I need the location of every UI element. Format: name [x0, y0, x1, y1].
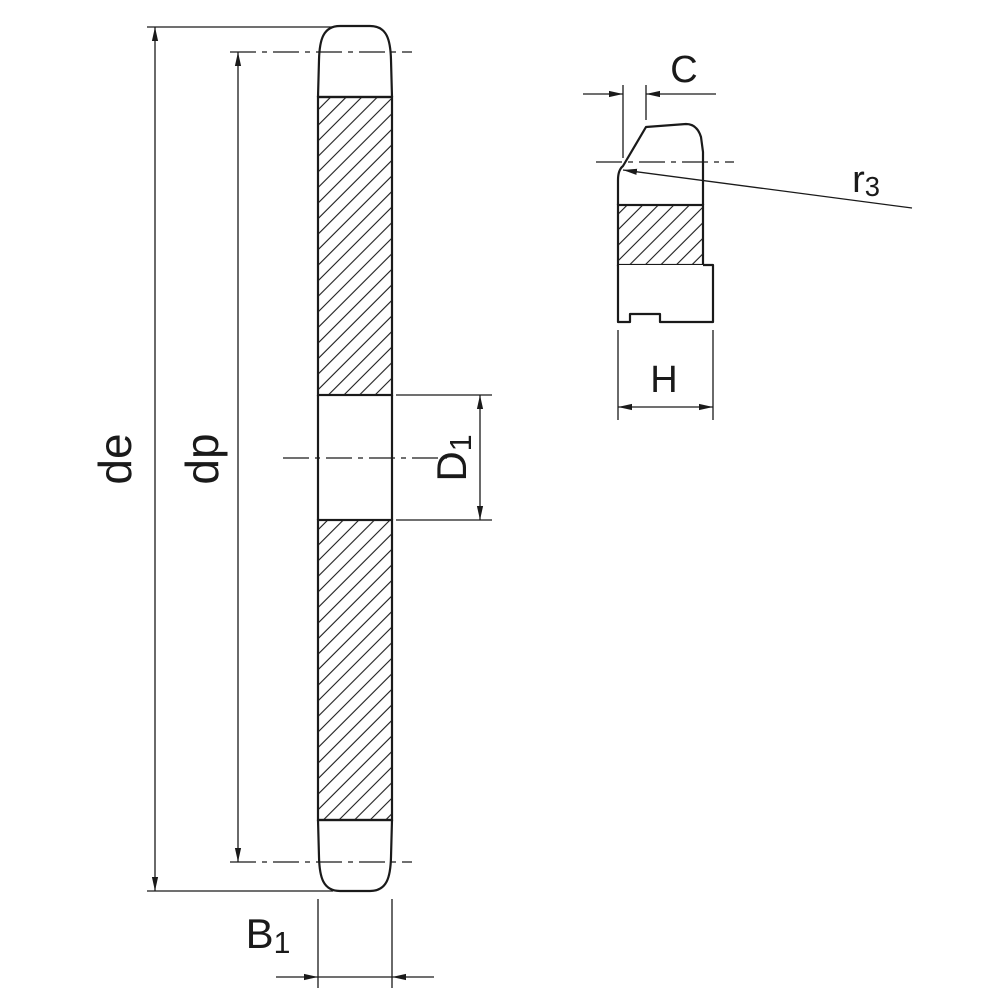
label-r3: r3: [852, 159, 880, 202]
label-d1-main: D: [428, 451, 475, 481]
tooth-tip-bottom: [316, 818, 394, 893]
tooth-tip-top: [316, 24, 394, 99]
tooth-profile: [616, 122, 705, 205]
hub-lower-profile: [616, 263, 715, 324]
label-b1: B1: [246, 910, 291, 960]
label-d1-sub: 1: [445, 434, 478, 451]
section-hatch-upper: [316, 95, 394, 397]
label-d1: D1: [428, 434, 478, 481]
label-b1-sub: 1: [274, 927, 291, 960]
left-view-sprocket-section: de dp D1 B1: [89, 24, 492, 988]
label-h: H: [650, 359, 677, 401]
dimension-c: C: [583, 49, 716, 158]
dimension-d1: D1: [396, 394, 492, 521]
label-c: C: [670, 49, 697, 91]
section-hatch-lower: [316, 518, 394, 822]
label-b1-main: B: [246, 910, 274, 957]
dimension-de: de: [89, 26, 333, 892]
label-r3-sub: 3: [865, 171, 880, 202]
label-de: de: [89, 433, 141, 484]
tooth-hatch-band: [616, 203, 705, 267]
leader-r3: r3: [622, 159, 913, 209]
label-r3-main: r: [852, 159, 865, 201]
right-view-tooth-detail: C r3 H: [583, 49, 913, 420]
dimension-b1: B1: [246, 899, 434, 988]
leader-line: [622, 168, 913, 209]
dimension-h: H: [617, 330, 714, 420]
label-dp: dp: [176, 433, 228, 484]
dimension-dp: dp: [176, 52, 242, 862]
